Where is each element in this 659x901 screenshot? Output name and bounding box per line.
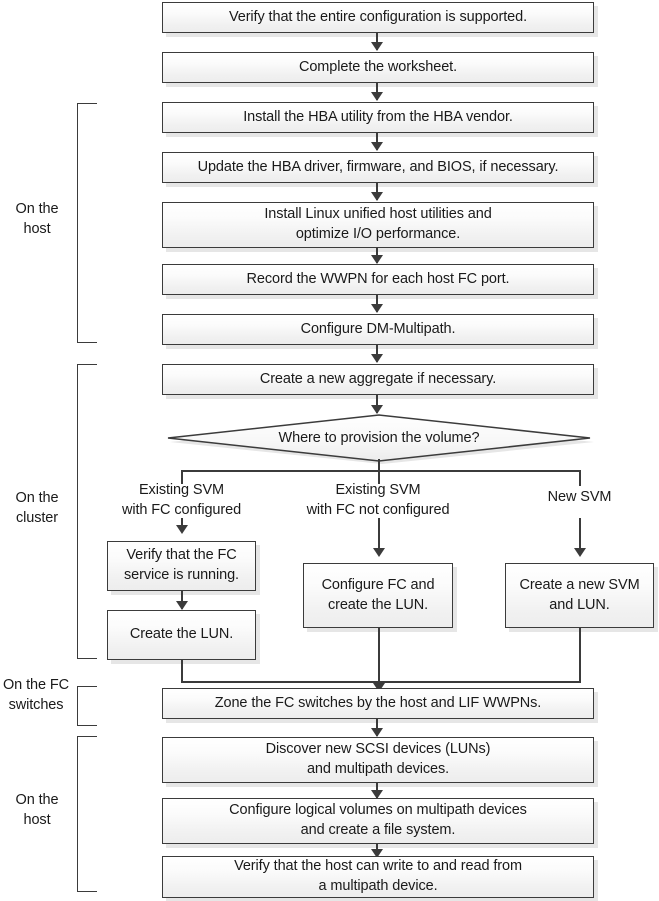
arrow-down-1 [371, 42, 383, 51]
step-label: Create the LUN. [129, 626, 234, 643]
step-verify-fc-service[interactable]: Verify that the FC service is running. [107, 541, 256, 591]
step-create-lun[interactable]: Create the LUN. [107, 610, 256, 660]
step-label: Zone the FC switches by the host and LIF… [214, 694, 542, 711]
phase-label-cluster: On the cluster [15, 490, 59, 526]
step-update-hba[interactable]: Update the HBA driver, firmware, and BIO… [162, 152, 594, 183]
step-label: Complete the worksheet. [298, 58, 458, 75]
arrow-down-post-3 [371, 849, 383, 858]
connector-branch-merge [181, 681, 581, 683]
arrow-down-middle-branch [373, 548, 385, 557]
connector-branch-middle-drop [378, 470, 380, 484]
arrow-down-left-branch-2 [176, 601, 188, 610]
step-zone-fc-switches[interactable]: Zone the FC switches by the host and LIF… [162, 688, 594, 719]
step-label: Discover new SCSI devices (LUNs) and mul… [265, 741, 491, 777]
arrow-down-5 [371, 255, 383, 264]
step-label: Update the HBA driver, firmware, and BIO… [197, 158, 559, 175]
branch-label-existing-svm-fc-not-configured: Existing SVM with FC not configured [306, 482, 450, 518]
connector-zone-to-discover [376, 719, 378, 736]
step-label: Configure FC and create the LUN. [321, 576, 435, 613]
step-create-aggregate[interactable]: Create a new aggregate if necessary. [162, 364, 594, 395]
step-label: Create a new aggregate if necessary. [259, 370, 497, 387]
connector-hba-utility-to-update-hba [376, 133, 378, 150]
phase-label-host-1: On the host [15, 201, 59, 237]
connector-configure-dm-to-aggregate [376, 345, 378, 362]
phase-bracket-fc-switches [77, 686, 97, 726]
step-label: Install the HBA utility from the HBA ven… [243, 108, 513, 125]
arrow-down-right-branch [574, 548, 586, 557]
connector-worksheet-to-hba-utility [376, 83, 378, 100]
connector-update-hba-to-host-utils [376, 183, 378, 200]
diamond-shape [167, 414, 594, 464]
step-label: Verify that the entire configuration is … [228, 8, 528, 25]
arrow-down-post-1 [371, 728, 383, 737]
step-configure-fc-create-lun[interactable]: Configure FC and create the LUN. [303, 563, 453, 628]
step-label: Record the WWPN for each host FC port. [246, 270, 510, 287]
connector-create-svm-down [579, 628, 581, 682]
connector-decision-split [181, 470, 581, 472]
connector-right-branch-to-create-svm [579, 518, 581, 555]
phase-label-fc-switches: On the FC switches [3, 677, 69, 713]
step-label: Configure DM-Multipath. [300, 320, 456, 337]
step-label: Configure logical volumes on multipath d… [229, 802, 527, 838]
arrow-down-3 [371, 142, 383, 151]
step-configure-dm-multipath[interactable]: Configure DM-Multipath. [162, 314, 594, 345]
step-label: Verify that the FC service is running. [124, 547, 239, 583]
phase-label-host-2: On the host [15, 792, 59, 828]
decision-where-to-provision[interactable]: Where to provision the volume? [167, 414, 594, 464]
step-record-wwpn[interactable]: Record the WWPN for each host FC port. [162, 264, 594, 295]
arrow-down-post-2 [371, 790, 383, 799]
arrow-down-left-branch [176, 525, 188, 534]
step-discover-scsi-devices[interactable]: Discover new SCSI devices (LUNs) and mul… [162, 737, 594, 783]
decision-label: Where to provision the volume? [278, 430, 480, 446]
step-label: Install Linux unified host utilities and… [264, 206, 492, 242]
connector-branch-right-drop [579, 470, 581, 486]
connector-create-lun-down [181, 660, 183, 682]
step-install-host-utils[interactable]: Install Linux unified host utilities and… [162, 202, 594, 248]
step-label: Create a new SVM and LUN. [519, 576, 640, 613]
branch-label-existing-svm-fc-configured: Existing SVM with FC configured [121, 482, 242, 518]
arrow-down-merge [373, 683, 385, 692]
arrow-down-8 [371, 405, 383, 414]
step-verify-config[interactable]: Verify that the entire configuration is … [162, 2, 594, 33]
arrow-down-2 [371, 92, 383, 101]
connector-record-wwpn-to-configure-dm [376, 295, 378, 312]
arrow-down-6 [371, 304, 383, 313]
phase-bracket-cluster [77, 364, 97, 659]
arrow-down-7 [371, 354, 383, 363]
step-complete-worksheet[interactable]: Complete the worksheet. [162, 52, 594, 83]
connector-configure-fc-down [378, 628, 380, 682]
connector-decision-stem [378, 459, 380, 471]
connector-aggregate-to-decision [376, 395, 378, 413]
phase-bracket-host-2 [77, 736, 97, 892]
step-verify-read-write[interactable]: Verify that the host can write to and re… [162, 856, 594, 898]
arrow-down-4 [371, 192, 383, 201]
phase-bracket-host-1 [77, 103, 97, 343]
branch-label-new-svm: New SVM [547, 489, 612, 505]
step-configure-logical-volumes[interactable]: Configure logical volumes on multipath d… [162, 798, 594, 844]
connector-middle-branch-to-configure-fc [378, 518, 380, 555]
step-create-svm-and-lun[interactable]: Create a new SVM and LUN. [505, 563, 654, 628]
connector-branch-left-drop [181, 470, 183, 484]
connector-verify-to-worksheet [376, 33, 378, 50]
step-label: Verify that the host can write to and re… [234, 858, 522, 894]
connector-verify-fc-to-create-lun [181, 591, 183, 609]
step-install-hba-utility[interactable]: Install the HBA utility from the HBA ven… [162, 102, 594, 133]
